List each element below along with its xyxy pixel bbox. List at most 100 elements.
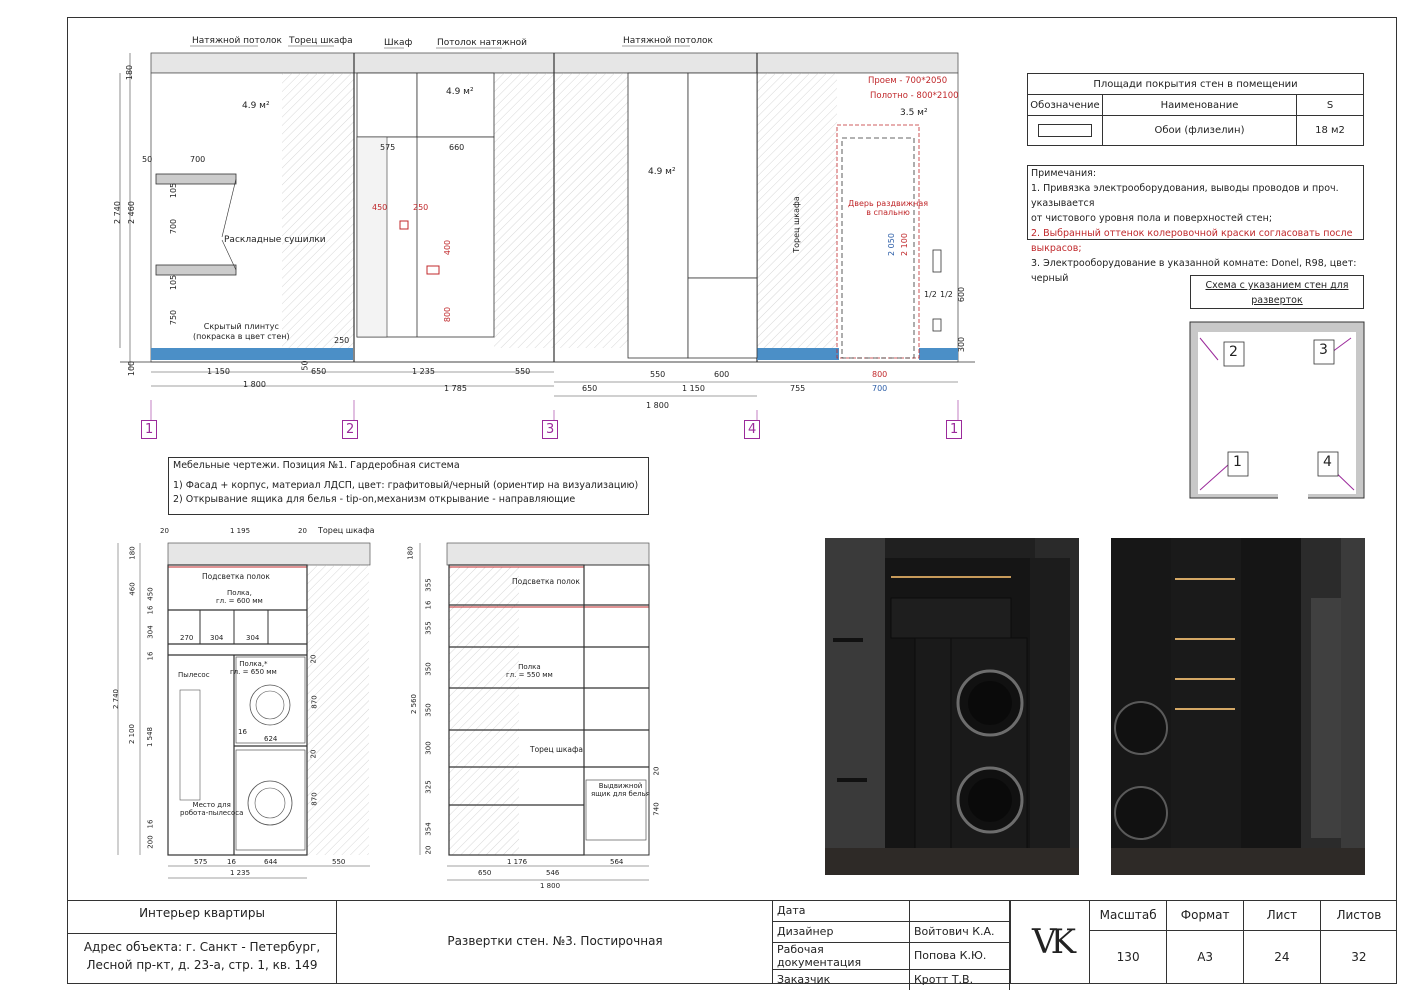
ld-dim-20c: 20 xyxy=(309,654,318,664)
label-cabinet-end-1: Торец шкафа xyxy=(289,36,353,46)
dim-1150a: 1 150 xyxy=(207,367,230,376)
rd-dim-300: 300 xyxy=(424,741,433,755)
dim-650b: 650 xyxy=(582,384,598,393)
rd-dim-180: 180 xyxy=(406,546,415,560)
dim-1800a: 1 800 xyxy=(243,380,266,389)
label-wardrobe: Шкаф xyxy=(384,38,413,48)
tb-format: А3 xyxy=(1166,929,1244,984)
rd-drawer: Выдвижной ящик для белья xyxy=(591,782,650,798)
tb-h-scale: Масштаб xyxy=(1090,900,1168,931)
tb-docs-name: Попова К.Ю. xyxy=(909,941,1010,970)
tb-logo-cell: VK xyxy=(1010,900,1090,984)
tb-project: Интерьер квартиры xyxy=(139,906,265,920)
rd-dim-546: 546 xyxy=(546,869,560,877)
rd-dim-2560: 2 560 xyxy=(410,693,419,715)
ld-dim-16e: 16 xyxy=(227,858,236,866)
ld-dim-460: 460 xyxy=(128,582,137,596)
rd-dim-355a: 355 xyxy=(424,578,433,592)
rd-dim-20a: 20 xyxy=(424,845,433,855)
ld-dim-624: 624 xyxy=(264,735,278,743)
tb-address-2: Лесной пр-кт, д. 23-а, стр. 1, кв. 149 xyxy=(86,958,318,972)
tb-role-docs: Рабочая документация xyxy=(773,941,910,970)
ld-cabinet-end: Торец шкафа xyxy=(318,526,375,535)
rd-dim-325: 325 xyxy=(424,780,433,794)
ld-dim-2100: 2 100 xyxy=(128,723,137,745)
furniture-note-2: 2) Открывание ящика для белья - tip-on,м… xyxy=(173,494,576,505)
wall-marker-1: 1 xyxy=(141,420,158,439)
ld-dim-16c: 16 xyxy=(146,819,155,829)
rd-shelf: Полка гл. = 550 мм xyxy=(506,663,553,679)
ld-dim-2740: 2 740 xyxy=(112,688,121,710)
ld-dim-644: 644 xyxy=(264,858,278,866)
ld-dim-870a: 870 xyxy=(310,695,319,709)
rd-cabinet-end: Торец шкафа xyxy=(530,745,584,754)
rd-dim-16a: 16 xyxy=(424,600,433,610)
furniture-note-1: 1) Фасад + корпус, материал ЛДСП, цвет: … xyxy=(173,480,639,491)
ld-dim-180: 180 xyxy=(128,546,137,560)
dim-1800b: 1 800 xyxy=(646,401,669,410)
note-1b: от чистового уровня пола и поверхностей … xyxy=(1031,213,1273,224)
label-ceiling-3: Натяжной потолок xyxy=(623,36,713,46)
dim-450: 450 xyxy=(372,203,388,212)
dim-660: 660 xyxy=(449,143,465,152)
dim-800b: 800 xyxy=(872,370,888,379)
ld-dim-20d: 20 xyxy=(309,749,318,759)
ld-dim-304a: 304 xyxy=(146,625,155,639)
tb-designer-name: Войтович К.А. xyxy=(909,920,1010,943)
render-2-illustration xyxy=(1111,538,1365,875)
schema-title: Схема с указанием стен для разверток xyxy=(1190,275,1364,309)
label-area-3: 4.9 м² xyxy=(648,167,676,177)
note-3: 3. Электрооборудование в указанной комна… xyxy=(1031,258,1357,284)
label-area-4: 3.5 м² xyxy=(900,108,928,118)
tb-sheet-name: Развертки стен. №3. Постирочная xyxy=(447,934,663,948)
tb-logo: VK xyxy=(1032,922,1076,962)
render-image-1 xyxy=(825,538,1079,875)
tb-h-format: Формат xyxy=(1166,900,1244,931)
dim-575: 575 xyxy=(380,143,396,152)
tb-sheet-info: Масштаб Формат Лист Листов 130 А3 24 32 xyxy=(1090,900,1397,984)
ld-dim-304c: 304 xyxy=(246,634,260,642)
ld-dim-450: 450 xyxy=(146,587,155,601)
ld-dim-575: 575 xyxy=(194,858,208,866)
ld-dim-20a: 20 xyxy=(160,527,169,535)
rd-dim-354: 354 xyxy=(424,822,433,836)
dim-250b: 250 xyxy=(413,203,429,212)
areas-swatch xyxy=(1027,115,1103,146)
ld-dim-16d: 16 xyxy=(238,728,247,736)
furniture-note-title: Мебельные чертежи. Позиция №1. Гардеробн… xyxy=(173,460,460,471)
ld-dim-16a: 16 xyxy=(146,605,155,615)
ld-dim-20b: 20 xyxy=(298,527,307,535)
notes-title: Примечания: xyxy=(1031,168,1097,179)
ld-dim-1235: 1 235 xyxy=(230,869,251,877)
ld-dim-200: 200 xyxy=(146,835,155,849)
tb-sheets: 32 xyxy=(1319,929,1397,984)
render-1-illustration xyxy=(825,538,1079,875)
ld-vacuum-place: Место для робота-пылесоса xyxy=(180,801,244,817)
sheet-frame xyxy=(67,17,1397,984)
wall-schema xyxy=(1189,321,1365,500)
note-2: 2. Выбранный оттенок колеровочной краски… xyxy=(1031,228,1353,254)
schema-label-1: 1 xyxy=(1233,454,1242,470)
tb-role-date-value xyxy=(909,900,1010,922)
rd-dim-650: 650 xyxy=(478,869,492,877)
tb-sheet-name-cell: Развертки стен. №3. Постирочная xyxy=(337,900,773,984)
tb-role-date: Дата xyxy=(773,900,910,922)
dim-550b: 550 xyxy=(650,370,666,379)
rd-dim-20b: 20 xyxy=(652,766,661,776)
wall-marker-4: 4 xyxy=(744,420,761,439)
ld-dim-550: 550 xyxy=(332,858,346,866)
label-area-1: 4.9 м² xyxy=(242,101,270,111)
schema-label-2: 2 xyxy=(1229,344,1238,360)
dim-1235: 1 235 xyxy=(412,367,435,376)
dim-700c: 700 xyxy=(872,384,888,393)
label-dryers: Раскладные сушилки xyxy=(224,235,326,245)
dim-700: 700 xyxy=(190,155,206,164)
rd-dim-1176: 1 176 xyxy=(507,858,528,866)
tb-address-1: Адрес объекта: г. Санкт - Петербург, xyxy=(83,940,321,954)
tb-role-designer: Дизайнер xyxy=(773,920,910,943)
schema-label-3: 3 xyxy=(1319,342,1328,358)
dim-650a: 650 xyxy=(311,367,327,376)
